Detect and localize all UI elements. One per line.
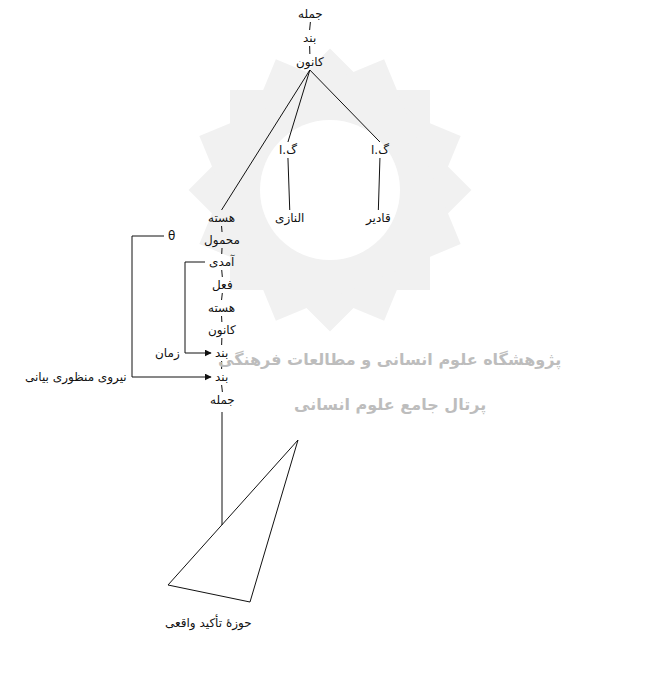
tree-node: بند <box>213 370 230 384</box>
watermark-text: پژوهشگاه علوم انسانی و مطالعات فرهنگی <box>218 350 561 370</box>
tree-node: کانون <box>206 323 238 337</box>
operator-arrow <box>132 236 211 377</box>
operator-arrow <box>185 262 211 353</box>
operator-label: زمان <box>154 346 181 360</box>
tree-branch <box>309 22 311 30</box>
tree-branch <box>310 70 380 142</box>
node-label: بند <box>215 370 228 384</box>
node-label: کانون <box>208 323 236 337</box>
tree-node: محمول <box>202 233 242 247</box>
tree-node: جمله <box>208 393 237 407</box>
node-label: محمول <box>204 233 240 247</box>
tree-branch <box>221 316 222 322</box>
tree-node: هسته <box>206 211 237 225</box>
tree-branch <box>309 46 310 54</box>
tree-branch <box>221 293 223 300</box>
node-label: النازی <box>275 211 304 225</box>
tree-node: گ.ا <box>277 143 299 157</box>
tree-node: هسته <box>206 301 237 315</box>
node-label: هسته <box>208 211 235 225</box>
tree-node: بند <box>301 31 318 45</box>
node-label: قادیر <box>366 211 391 225</box>
tree-node: النازی <box>273 211 306 225</box>
tree-branch <box>288 70 310 142</box>
operator-label: نیروی منظوری بیانی <box>24 370 128 384</box>
domain-label: حوزهٔ تأکید واقعی <box>165 616 252 630</box>
focus-triangle <box>168 412 298 602</box>
tree-node: گ.ا <box>369 143 391 157</box>
node-label: هسته <box>208 301 235 315</box>
tree-branch <box>221 248 222 254</box>
node-label: آمدی <box>209 255 234 269</box>
tree-branch <box>221 338 222 345</box>
tree-branch <box>288 158 290 210</box>
tree-branch <box>378 158 380 210</box>
node-label: جمله <box>210 393 235 407</box>
rosette-watermark <box>189 49 472 332</box>
tree-branch <box>222 70 310 210</box>
tree-node: فعل <box>210 278 235 292</box>
node-label: بند <box>303 31 316 45</box>
node-label: گ.ا <box>279 143 297 157</box>
node-label: کانون <box>296 55 324 69</box>
watermark-text: پرتال جامع علوم انسانی <box>294 395 486 415</box>
tree-node: آمدی <box>207 255 236 269</box>
node-label: θ <box>168 229 175 243</box>
tree-node: جمله <box>296 7 325 21</box>
node-label: گ.ا <box>371 143 389 157</box>
tree-node: قادیر <box>364 211 393 225</box>
tree-branch <box>221 226 222 232</box>
tree-branch <box>221 385 223 392</box>
node-label: جمله <box>298 7 323 21</box>
node-label: فعل <box>212 278 233 292</box>
tree-node: θ <box>166 229 177 243</box>
tree-branch <box>221 270 223 277</box>
tree-node: کانون <box>294 55 326 69</box>
